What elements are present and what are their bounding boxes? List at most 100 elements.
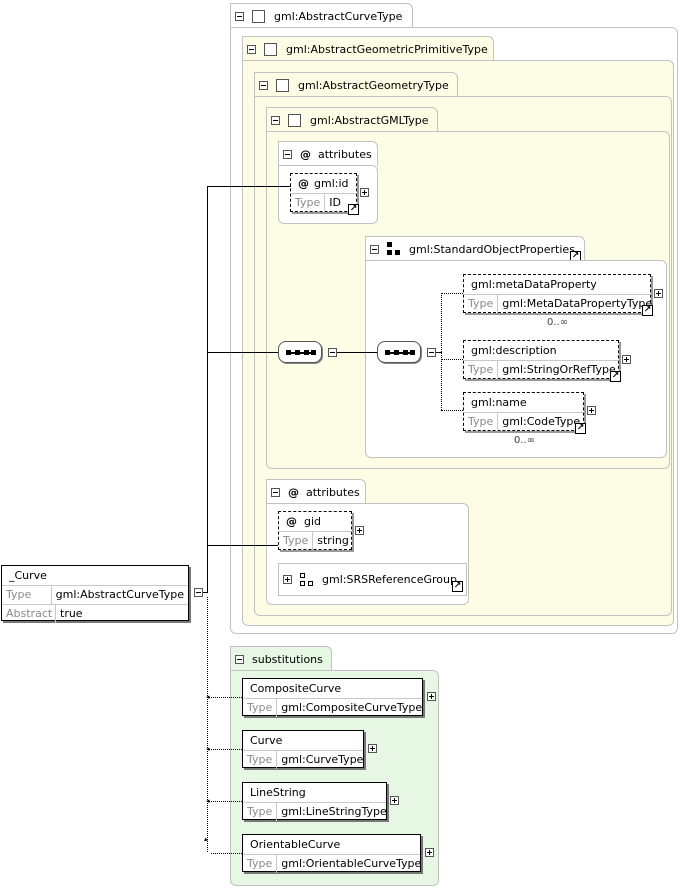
abstract-geometry-type-tab[interactable]: gml:AbstractGeometryType bbox=[254, 72, 458, 97]
expand-icon[interactable] bbox=[360, 188, 369, 197]
abstract-gml-type-tab[interactable]: gml:AbstractGMLType bbox=[266, 107, 438, 132]
collapse-icon[interactable] bbox=[283, 149, 292, 159]
element-name: gml:description bbox=[471, 344, 557, 357]
collapse-icon[interactable] bbox=[259, 80, 268, 90]
type-value: gml:CompositeCurveType bbox=[281, 701, 423, 714]
expand-icon[interactable] bbox=[654, 289, 663, 298]
attribute-icon: @ bbox=[286, 515, 297, 528]
attribute-icon: @ bbox=[298, 177, 309, 190]
connector-line bbox=[441, 410, 463, 411]
goto-type-icon[interactable]: ↗ bbox=[642, 305, 653, 316]
type-key: Type bbox=[243, 751, 278, 769]
abstract-gml-type-label: gml:AbstractGMLType bbox=[310, 113, 429, 127]
occurrence-label: 0..∞ bbox=[547, 317, 569, 328]
connector-line bbox=[207, 186, 208, 194]
connector-line bbox=[441, 293, 463, 294]
connector-line bbox=[207, 193, 208, 593]
expand-icon[interactable] bbox=[427, 692, 436, 701]
arrow-up-icon: ▴ bbox=[204, 835, 208, 843]
standard-object-properties-label: gml:StandardObjectProperties bbox=[409, 242, 575, 256]
expand-icon[interactable] bbox=[368, 744, 377, 753]
element-name: OrientableCurve bbox=[250, 838, 341, 851]
element-name: CompositeCurve bbox=[250, 682, 342, 695]
attribute-icon: @ bbox=[288, 485, 299, 499]
group-icon bbox=[387, 242, 401, 256]
type-value: gml:LineStringType bbox=[281, 805, 387, 818]
connector-line bbox=[441, 293, 442, 410]
type-value: string bbox=[317, 534, 349, 547]
connector-line bbox=[203, 592, 207, 593]
attributes-label: attributes bbox=[318, 147, 372, 161]
gml-id-name: gml:id bbox=[314, 177, 349, 190]
collapse-icon[interactable] bbox=[235, 654, 244, 664]
occurrence-label: 0..∞ bbox=[514, 435, 536, 446]
gid-name: gid bbox=[304, 515, 322, 528]
type-key: Type bbox=[464, 295, 499, 313]
goto-group-icon[interactable]: ↗ bbox=[452, 581, 463, 592]
element-name: gml:name bbox=[471, 396, 527, 409]
connector-line bbox=[441, 359, 463, 360]
abstract-geometric-primitive-type-label: gml:AbstractGeometricPrimitiveType bbox=[286, 42, 488, 56]
complex-type-icon bbox=[264, 42, 277, 56]
expand-icon[interactable] bbox=[587, 406, 596, 415]
type-value: gml:CurveType bbox=[281, 753, 364, 766]
collapse-icon[interactable] bbox=[427, 348, 436, 357]
expand-icon[interactable] bbox=[425, 848, 434, 857]
substitutions-tab[interactable]: substitutions bbox=[230, 646, 332, 671]
goto-type-icon[interactable]: ↗ bbox=[610, 371, 621, 382]
abstract-geometric-primitive-type-tab[interactable]: gml:AbstractGeometricPrimitiveType bbox=[242, 36, 494, 61]
collapse-icon[interactable] bbox=[235, 11, 244, 21]
type-key: Type bbox=[279, 532, 314, 550]
abstract-curve-type-label: gml:AbstractCurveType bbox=[274, 9, 403, 23]
collapse-icon[interactable] bbox=[271, 115, 280, 125]
expand-icon[interactable] bbox=[390, 796, 399, 805]
complex-type-icon bbox=[276, 78, 289, 92]
connector-line bbox=[207, 545, 278, 546]
element-name: LineString bbox=[250, 786, 306, 799]
attributes-tab[interactable]: @ attributes bbox=[278, 141, 378, 166]
collapse-icon[interactable] bbox=[194, 588, 203, 597]
collapse-icon[interactable] bbox=[370, 244, 379, 254]
abstract-curve-type-tab[interactable]: gml:AbstractCurveType bbox=[230, 3, 413, 28]
element-name: gml:metaDataProperty bbox=[471, 278, 597, 291]
arrow-left-icon: ◂ bbox=[206, 693, 210, 701]
substitution-connector bbox=[209, 801, 242, 802]
srs-reference-group[interactable]: gml:SRSReferenceGroup bbox=[278, 563, 467, 596]
substitution-connector bbox=[209, 697, 242, 698]
complex-type-icon bbox=[288, 113, 301, 127]
abstract-key: Abstract bbox=[2, 605, 56, 623]
goto-type-icon[interactable]: ↗ bbox=[348, 204, 359, 215]
abstract-value: true bbox=[60, 607, 83, 620]
expand-icon[interactable] bbox=[355, 526, 364, 535]
arrow-left-icon: ◂ bbox=[206, 797, 210, 805]
expand-icon[interactable] bbox=[622, 355, 631, 364]
type-key: Type bbox=[464, 413, 499, 431]
expand-icon[interactable] bbox=[283, 575, 292, 584]
goto-type-icon[interactable]: ↗ bbox=[575, 423, 586, 434]
element-name: Curve bbox=[250, 734, 283, 747]
standard-object-properties-tab[interactable]: gml:StandardObjectProperties bbox=[365, 236, 585, 261]
collapse-icon[interactable] bbox=[247, 44, 256, 54]
srs-reference-group-label: gml:SRSReferenceGroup bbox=[322, 573, 457, 586]
sequence-compositor[interactable] bbox=[377, 341, 421, 363]
collapse-icon[interactable] bbox=[328, 348, 337, 357]
connector-line bbox=[436, 352, 442, 353]
arrow-left-icon: ◂ bbox=[206, 745, 210, 753]
type-value: gml:OrientableCurveType bbox=[281, 857, 422, 870]
sequence-compositor[interactable] bbox=[278, 341, 322, 363]
attributes-tab[interactable]: @ attributes bbox=[266, 479, 366, 504]
substitution-connector bbox=[209, 749, 242, 750]
substitution-connector bbox=[211, 853, 242, 854]
attribute-group-icon bbox=[300, 572, 314, 587]
collapse-icon[interactable] bbox=[271, 487, 280, 497]
